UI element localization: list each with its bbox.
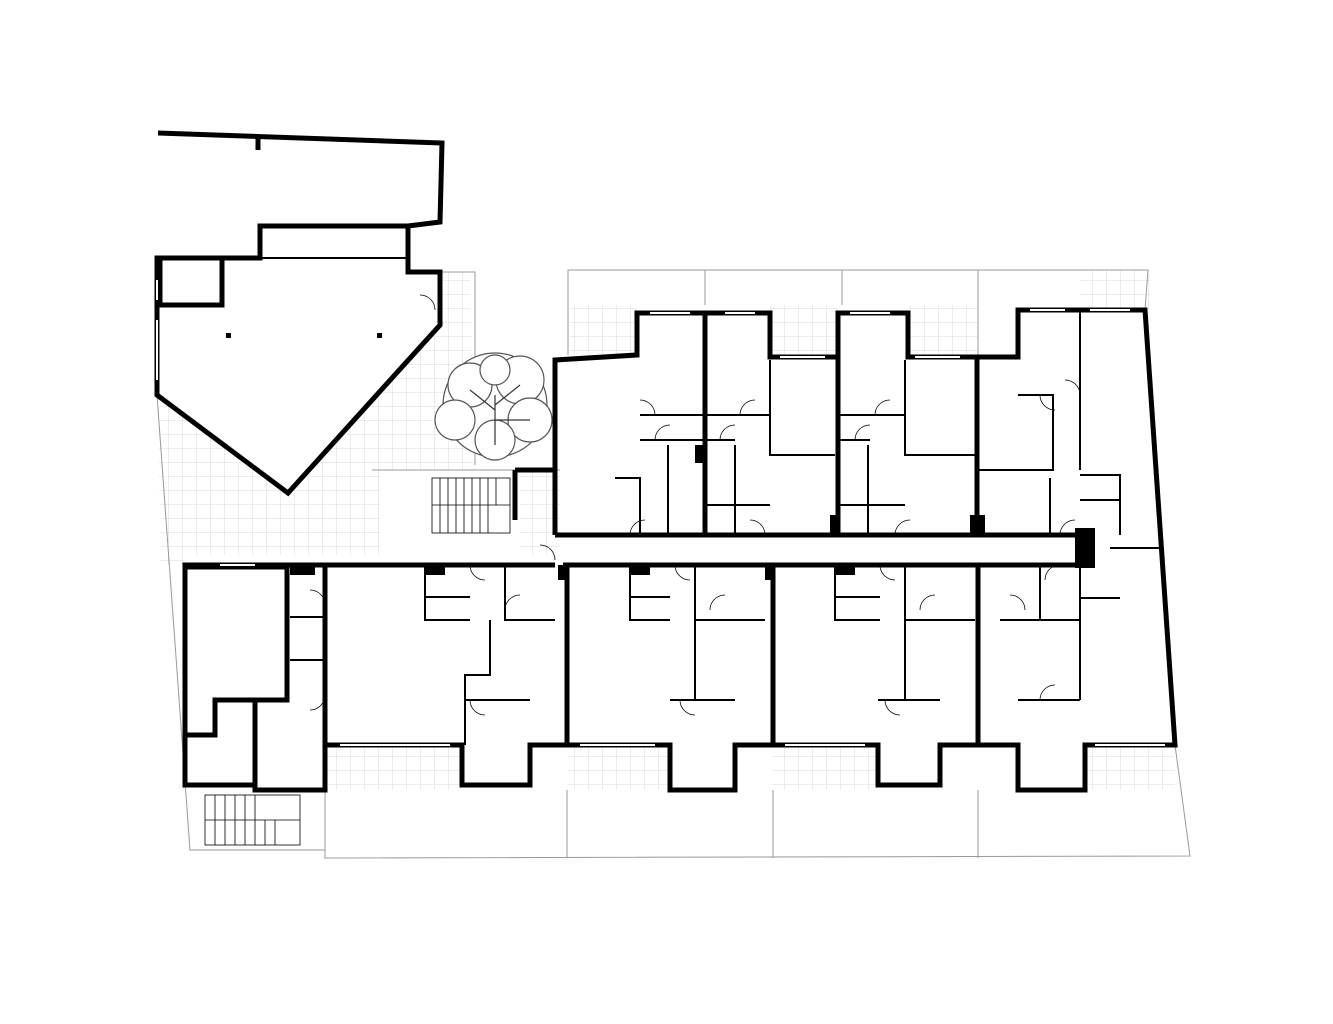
tree-icon — [434, 352, 553, 461]
stair-icon — [204, 477, 511, 846]
columns — [290, 445, 1095, 580]
windows — [156, 280, 1165, 746]
north-west-building — [154, 130, 445, 497]
interior-walls — [290, 310, 1121, 745]
door-swing-icon — [309, 294, 1081, 716]
site-outline — [156, 269, 1191, 859]
paving — [157, 270, 1175, 790]
